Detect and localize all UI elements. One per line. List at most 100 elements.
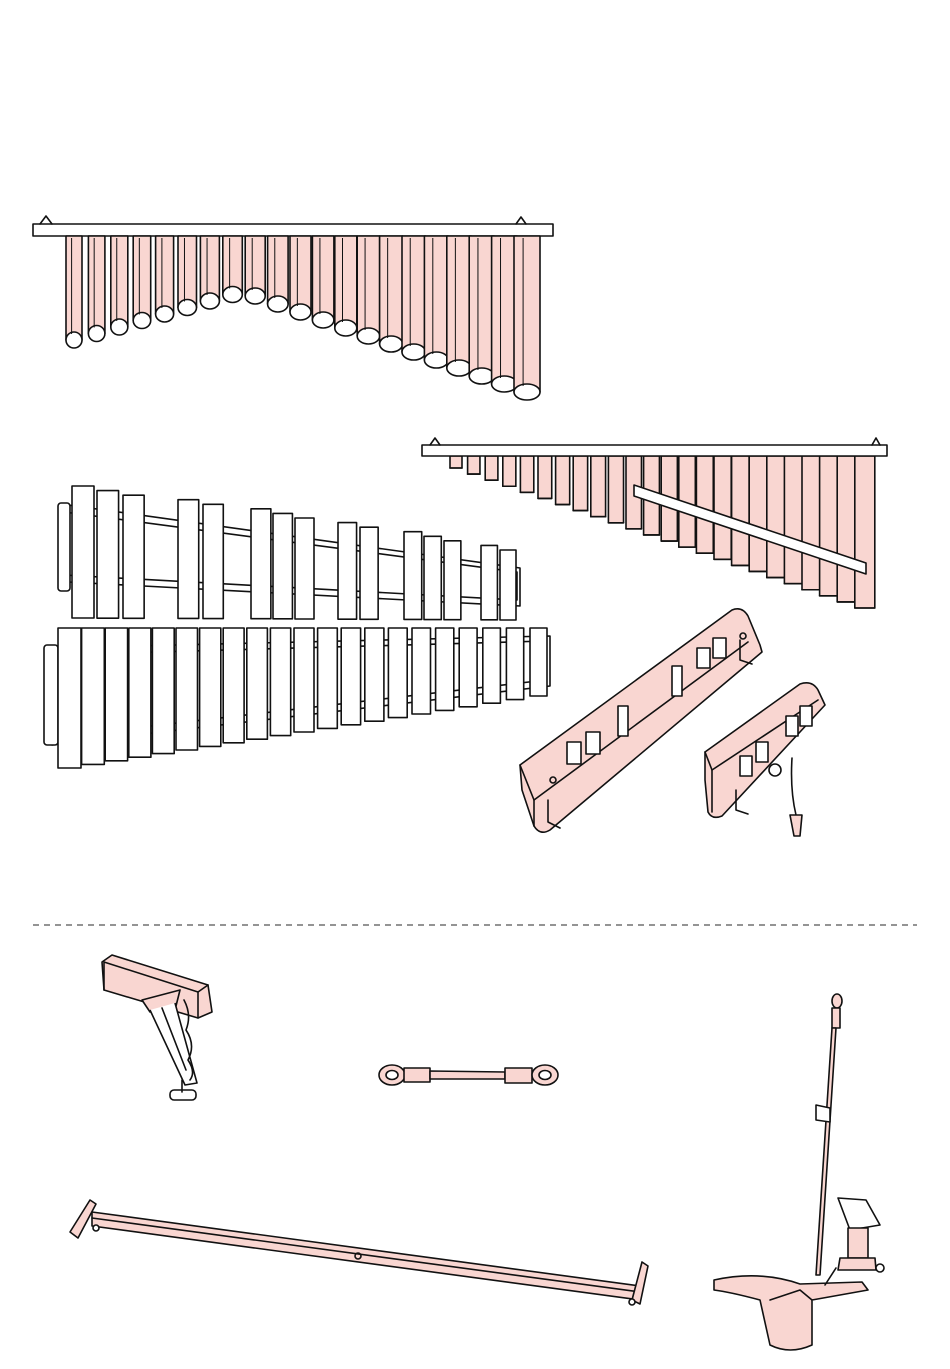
resonator-tube-end — [469, 368, 494, 384]
resonator-tube-end — [290, 304, 311, 320]
resonator-tube — [88, 236, 105, 334]
keyboard-bar — [58, 628, 81, 768]
resonator-tube — [767, 456, 785, 578]
resonator-tube — [485, 456, 498, 480]
resonator-tube — [837, 456, 857, 602]
keyboard-bar — [97, 491, 119, 619]
resonator-tube-end — [111, 319, 128, 335]
keyboard-bar — [388, 628, 407, 718]
keyboard-bar — [152, 628, 174, 754]
keyboard-bar — [481, 545, 497, 619]
keyboard-lower-bars — [58, 628, 547, 768]
resonator-tube — [591, 456, 606, 517]
keyboard-bar — [360, 527, 378, 619]
keyboard-bar — [203, 504, 223, 618]
keyboard-bar — [176, 628, 198, 750]
keyboard-bar — [459, 628, 477, 707]
resonator-tube — [335, 236, 357, 328]
resonator-tube — [469, 236, 494, 376]
resonator-tube — [696, 456, 713, 553]
resonator-tube-end — [424, 352, 448, 368]
keyboard-bar — [251, 509, 271, 619]
keyboard-bar — [82, 628, 105, 764]
resonator-tube — [732, 456, 750, 565]
keyboard-bar — [365, 628, 384, 721]
resonator-tube-end — [66, 332, 82, 348]
keyboard-bar — [318, 628, 338, 728]
resonator-tube — [820, 456, 839, 596]
resonator-tube-end — [133, 313, 151, 329]
resonator-tube — [357, 236, 380, 336]
resonator-tube — [133, 236, 151, 321]
keyboard-bar — [223, 628, 244, 743]
resonator-tube-end — [514, 384, 540, 400]
resonator-tube — [200, 236, 219, 301]
keyboard-bar — [436, 628, 454, 710]
keyboard-bar — [129, 628, 151, 757]
resonator-tube — [556, 456, 570, 505]
resonator-tube — [66, 236, 82, 340]
keyboard-bar — [483, 628, 501, 703]
cross-beam — [70, 1200, 648, 1305]
resonator-tube-end — [380, 336, 403, 352]
resonator-tube — [784, 456, 803, 584]
keyboard-bar — [105, 628, 127, 761]
keyboard-bar — [72, 486, 94, 618]
keyboard-bar — [444, 541, 461, 620]
resonator-tube — [468, 456, 480, 474]
keyboard-bar — [200, 628, 221, 746]
resonator-tube — [450, 456, 462, 468]
resonator-tube — [503, 456, 516, 486]
resonator-tube — [608, 456, 623, 523]
resonator-tube — [111, 236, 128, 327]
resonator-tube-end — [245, 288, 265, 304]
resonator-tube — [380, 236, 403, 344]
bar-keyboard — [44, 486, 550, 768]
resonator-tube-end — [447, 360, 472, 376]
keyboard-bar — [270, 628, 290, 736]
resonator-tube-end — [178, 300, 197, 316]
keyboard-bar — [338, 523, 357, 620]
resonator-tube — [714, 456, 731, 559]
connecting-rod — [379, 1065, 558, 1085]
end-frame-right — [705, 683, 825, 836]
resonator-tube-end — [223, 287, 243, 303]
resonator-tube-end — [402, 344, 426, 360]
resonator-tube — [156, 236, 174, 314]
keyboard-bar — [294, 628, 314, 732]
resonator-tube-end — [156, 306, 174, 322]
resonator-tube — [178, 236, 197, 308]
keyboard-bar — [295, 518, 314, 619]
resonator-tube-end — [312, 312, 334, 328]
keyboard-bar — [404, 532, 422, 620]
keyboard-bar — [424, 536, 441, 619]
keyboard-bar — [530, 628, 547, 696]
keyboard-bar — [247, 628, 268, 739]
resonator-tube — [573, 456, 587, 511]
resonator-tube — [538, 456, 552, 498]
keyboard-bar — [500, 550, 516, 620]
resonator-tube — [245, 236, 265, 296]
resonator-tube — [402, 236, 426, 352]
keyboard-upper-bars — [72, 486, 516, 620]
resonator-tube-end — [357, 328, 380, 344]
keyboard-bar — [506, 628, 523, 700]
keyboard-bar — [178, 500, 199, 619]
resonator-tube — [312, 236, 334, 320]
resonator-tube — [514, 236, 540, 392]
resonator-tube-end — [88, 326, 105, 342]
damper-pedal-stand — [714, 994, 884, 1350]
keyboard-bar — [412, 628, 431, 714]
keyboard-bar — [273, 513, 292, 618]
resonator-tube — [447, 236, 472, 368]
resonator-tube-end — [268, 296, 289, 312]
keyboard-bar — [123, 495, 144, 618]
clamp-bracket — [102, 955, 212, 1100]
resonator-tube — [268, 236, 289, 304]
resonator-tube — [749, 456, 767, 571]
resonator-tube — [520, 456, 533, 492]
resonator-tube — [855, 456, 875, 608]
resonator-tube — [424, 236, 448, 360]
resonator-upper — [33, 216, 553, 400]
